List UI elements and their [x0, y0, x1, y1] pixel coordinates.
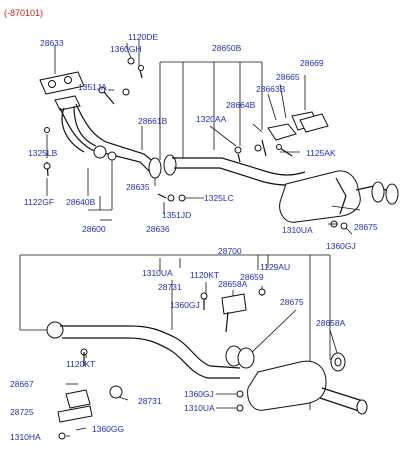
flange-rings-lower — [225, 345, 255, 369]
label-1120de: 1120DE — [128, 32, 158, 42]
part-labels: 28633 1120DE 1360GH 28650B 28669 1351JA … — [10, 32, 378, 442]
bolts-1325lc — [157, 193, 186, 202]
flange-gasket — [148, 154, 177, 179]
leader-lines-lower — [19, 254, 339, 437]
label-1310ua-lower: 1310UA — [142, 268, 173, 278]
label-1351ja: 1351JA — [78, 82, 107, 92]
date-code-header: (-870101) — [4, 8, 43, 18]
hanger-rubber-right — [330, 352, 346, 372]
label-1360gh: 1360GH — [110, 44, 142, 54]
rear-pipe — [46, 321, 241, 379]
bolt-1351ja — [98, 86, 130, 105]
label-1320aa: 1320AA — [196, 114, 227, 124]
label-28640b: 28640B — [66, 197, 96, 207]
label-28665: 28665 — [276, 72, 300, 82]
label-1120kt-lower: 1120KT — [66, 359, 95, 369]
label-1360gj-upper: 1360GJ — [326, 241, 356, 251]
bolt-1125ak — [276, 144, 293, 157]
label-28659: 28659 — [240, 272, 264, 282]
label-28731-lower: 28731 — [138, 396, 162, 406]
bolt-1120de — [138, 65, 144, 79]
nuts-lower — [236, 390, 244, 412]
rear-muffler — [247, 360, 368, 415]
label-1360gj-lower: 1360GJ — [184, 389, 214, 399]
label-28664b: 28664B — [226, 100, 256, 110]
label-28661b: 28661B — [138, 116, 168, 126]
label-1310ha: 1310HA — [10, 432, 41, 442]
label-28731-upper: 28731 — [158, 282, 182, 292]
label-28650b: 28650B — [212, 43, 242, 53]
bolt-1320aa — [234, 146, 242, 163]
label-28658a-right: 28658A — [316, 318, 346, 328]
label-28675-upper: 28675 — [354, 222, 378, 232]
nut-1360gh — [127, 57, 135, 65]
center-pipe — [172, 157, 307, 186]
center-muffler — [279, 170, 399, 223]
label-28663b: 28663B — [256, 84, 286, 94]
label-1120kt-upper: 1120KT — [190, 270, 219, 280]
label-1310ua-upper: 1310UA — [282, 225, 313, 235]
label-28667: 28667 — [10, 379, 34, 389]
label-1325lc: 1325LC — [204, 193, 234, 203]
label-1129au: 1129AU — [260, 262, 290, 272]
label-1360gj-mid: 1360GJ — [170, 300, 200, 310]
label-1125ak: 1125AK — [306, 148, 336, 158]
nuts-1310ua-a — [330, 220, 348, 230]
bolt-1325lb — [44, 127, 50, 133]
label-28725: 28725 — [10, 407, 34, 417]
label-28669: 28669 — [300, 58, 324, 68]
label-28633: 28633 — [40, 38, 64, 48]
label-28658a-mid: 28658A — [218, 279, 248, 289]
label-1325lb: 1325LB — [28, 148, 58, 158]
hanger-28669 — [299, 113, 329, 133]
leader-lines-upper — [46, 40, 361, 235]
label-1122gf: 1122GF — [24, 197, 54, 207]
label-28600: 28600 — [82, 224, 106, 234]
label-28700: 28700 — [218, 246, 242, 256]
label-28636: 28636 — [146, 224, 170, 234]
lower-bracket — [57, 348, 123, 440]
hanger-mid — [221, 288, 266, 333]
manifold-gasket — [39, 71, 85, 95]
bolt-1360gj-mid — [200, 292, 208, 310]
label-1360gg: 1360GG — [92, 424, 124, 434]
label-1310ua-bottom: 1310UA — [184, 403, 215, 413]
front-pipe — [54, 95, 157, 173]
bolt-1122gf — [43, 161, 51, 177]
label-28675-lower: 28675 — [280, 297, 304, 307]
label-1351jd: 1351JD — [162, 210, 191, 220]
label-28635: 28635 — [126, 182, 150, 192]
